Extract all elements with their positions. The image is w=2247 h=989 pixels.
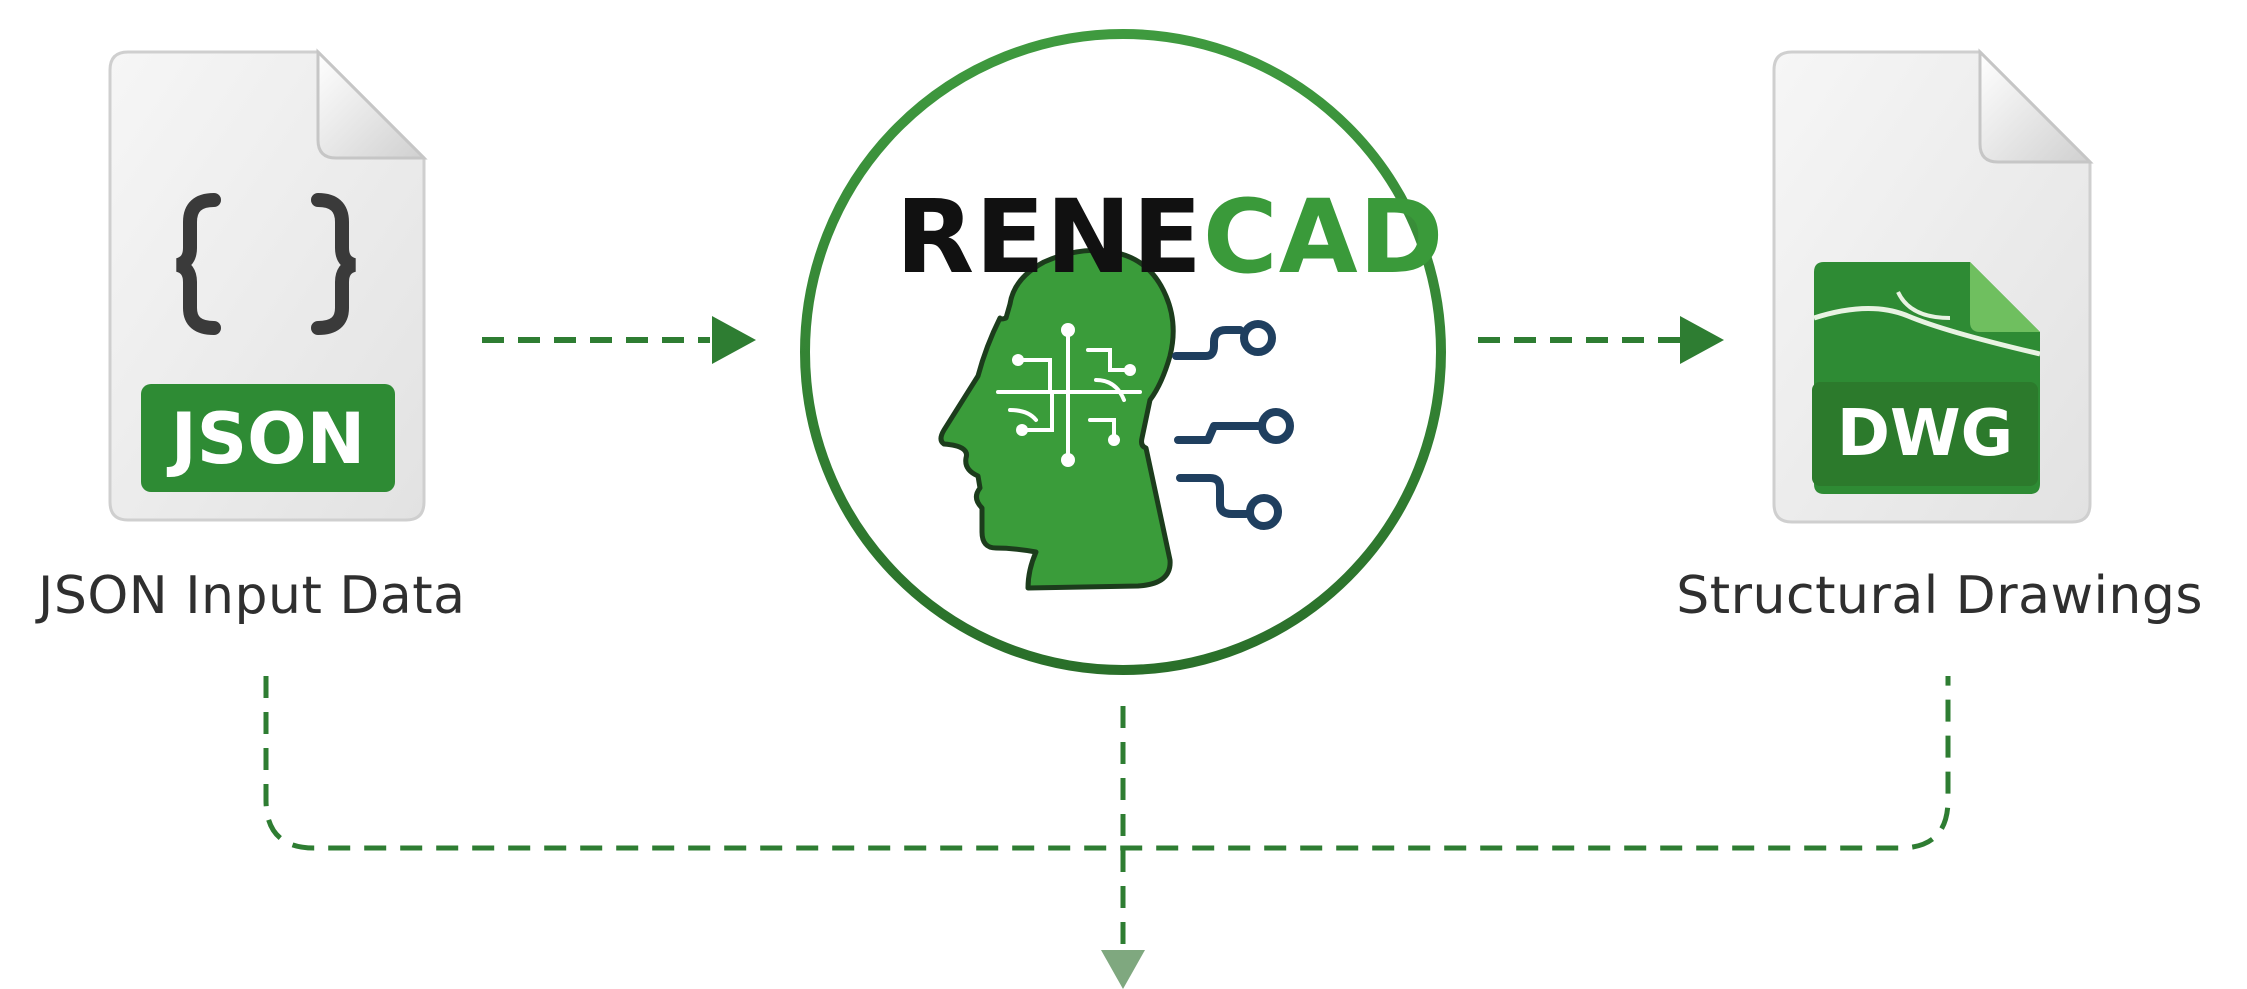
json-badge [141,384,395,492]
curly-braces-icon [175,193,357,335]
brand-part-rene: RENE [895,178,1203,297]
brand-part-cad: CAD [1202,178,1445,297]
renecad-logo-text: RENECAD [800,178,1540,298]
input-caption: JSON Input Data [38,566,466,626]
json-file-icon [108,48,428,522]
arrow-engine-to-output [1478,316,1724,364]
arrow-input-to-engine [482,316,756,364]
dwg-badge [1812,382,2038,486]
bottom-connector-lines [263,676,1951,944]
output-caption: Structural Drawings [1676,566,2203,626]
down-arrow-head [1101,950,1145,989]
renecad-engine [800,29,1446,675]
dwg-file-icon [1772,48,2094,524]
dwg-badge-label: DWG [1836,397,2014,471]
json-badge-label: JSON [170,398,366,480]
ai-brain-circuit-icon [938,247,1294,591]
